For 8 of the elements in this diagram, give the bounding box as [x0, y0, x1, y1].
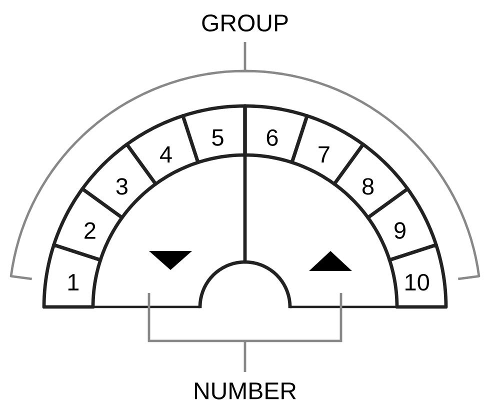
ring-segment: 10	[388, 243, 448, 309]
ring-segment: 3	[80, 142, 158, 220]
ring-segment: 1	[42, 243, 102, 309]
ring-segment: 6	[243, 104, 309, 164]
label: GROUP	[202, 14, 288, 32]
label: NUMBER	[194, 382, 296, 400]
ring-segment: 8	[332, 142, 410, 220]
ring-segment: 5	[181, 104, 247, 164]
